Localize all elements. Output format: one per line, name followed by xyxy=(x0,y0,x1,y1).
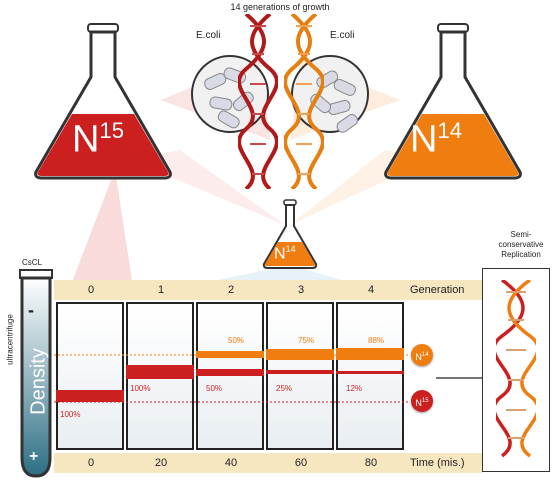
minus-sign: - xyxy=(28,300,34,320)
time-value: 60 xyxy=(294,457,308,469)
generation-column xyxy=(266,302,334,450)
n15-marker-badge: N15 xyxy=(411,390,433,412)
generation-column xyxy=(56,302,124,450)
time-header: Time (mis.) xyxy=(410,457,465,469)
ecoli-left-icon xyxy=(191,55,269,133)
n15-percent-label: 50% xyxy=(206,384,223,393)
n14-percent-label: 88% xyxy=(368,336,385,345)
n14-marker-badge: N14 xyxy=(411,344,433,366)
small-n14-flask-icon xyxy=(262,199,318,269)
time-value: 80 xyxy=(364,457,378,469)
n14-band xyxy=(196,350,264,358)
n15-percent-label: 100% xyxy=(60,410,81,419)
generation-number: 4 xyxy=(367,284,375,296)
n14-percent-label: 50% xyxy=(228,336,245,345)
n15-band xyxy=(56,390,124,402)
n15-percent-label: 25% xyxy=(276,384,293,393)
generation-number: 2 xyxy=(227,284,235,296)
generation-header: Generation xyxy=(410,284,465,296)
ecoli-left-label: E.coli xyxy=(196,30,221,41)
semi-conservative-dna-icon xyxy=(496,280,536,458)
time-value: 40 xyxy=(224,457,238,469)
n15-flask-icon xyxy=(34,23,172,180)
generation-number: 0 xyxy=(87,284,95,296)
n14-percent-label: 75% xyxy=(298,336,315,345)
n14-band xyxy=(266,348,334,360)
orange-dna-helix-icon xyxy=(284,14,324,189)
hybrid-band xyxy=(266,370,334,374)
cscl-label: CsCL xyxy=(22,258,43,267)
generation-column xyxy=(196,302,264,450)
small-flask-label: N14 xyxy=(274,244,296,263)
time-value: 0 xyxy=(87,457,95,469)
n15-percent-label: 100% xyxy=(130,384,151,393)
hybrid-band xyxy=(126,365,194,379)
n15-flask-label: N15 xyxy=(72,118,124,161)
generations-title: 14 generations of growth xyxy=(230,2,330,12)
n14-band xyxy=(336,348,404,360)
red-dna-helix-icon xyxy=(238,14,278,189)
time-value: 20 xyxy=(154,457,168,469)
generation-number: 1 xyxy=(157,284,165,296)
time-strip xyxy=(54,453,482,473)
side-title: Semi- conservative Replication xyxy=(498,230,544,259)
generation-number: 3 xyxy=(297,284,305,296)
ecoli-right-label: E.coli xyxy=(330,30,355,41)
n14-flask-icon xyxy=(384,23,522,180)
hybrid-band xyxy=(336,370,404,374)
centrifuge-tube-icon xyxy=(19,269,53,478)
n15-percent-label: 12% xyxy=(346,384,363,393)
n14-flask-label: N14 xyxy=(410,118,462,161)
generation-strip xyxy=(54,280,482,300)
hybrid-band xyxy=(196,368,264,376)
generation-column xyxy=(336,302,404,450)
plus-sign: + xyxy=(29,448,39,465)
